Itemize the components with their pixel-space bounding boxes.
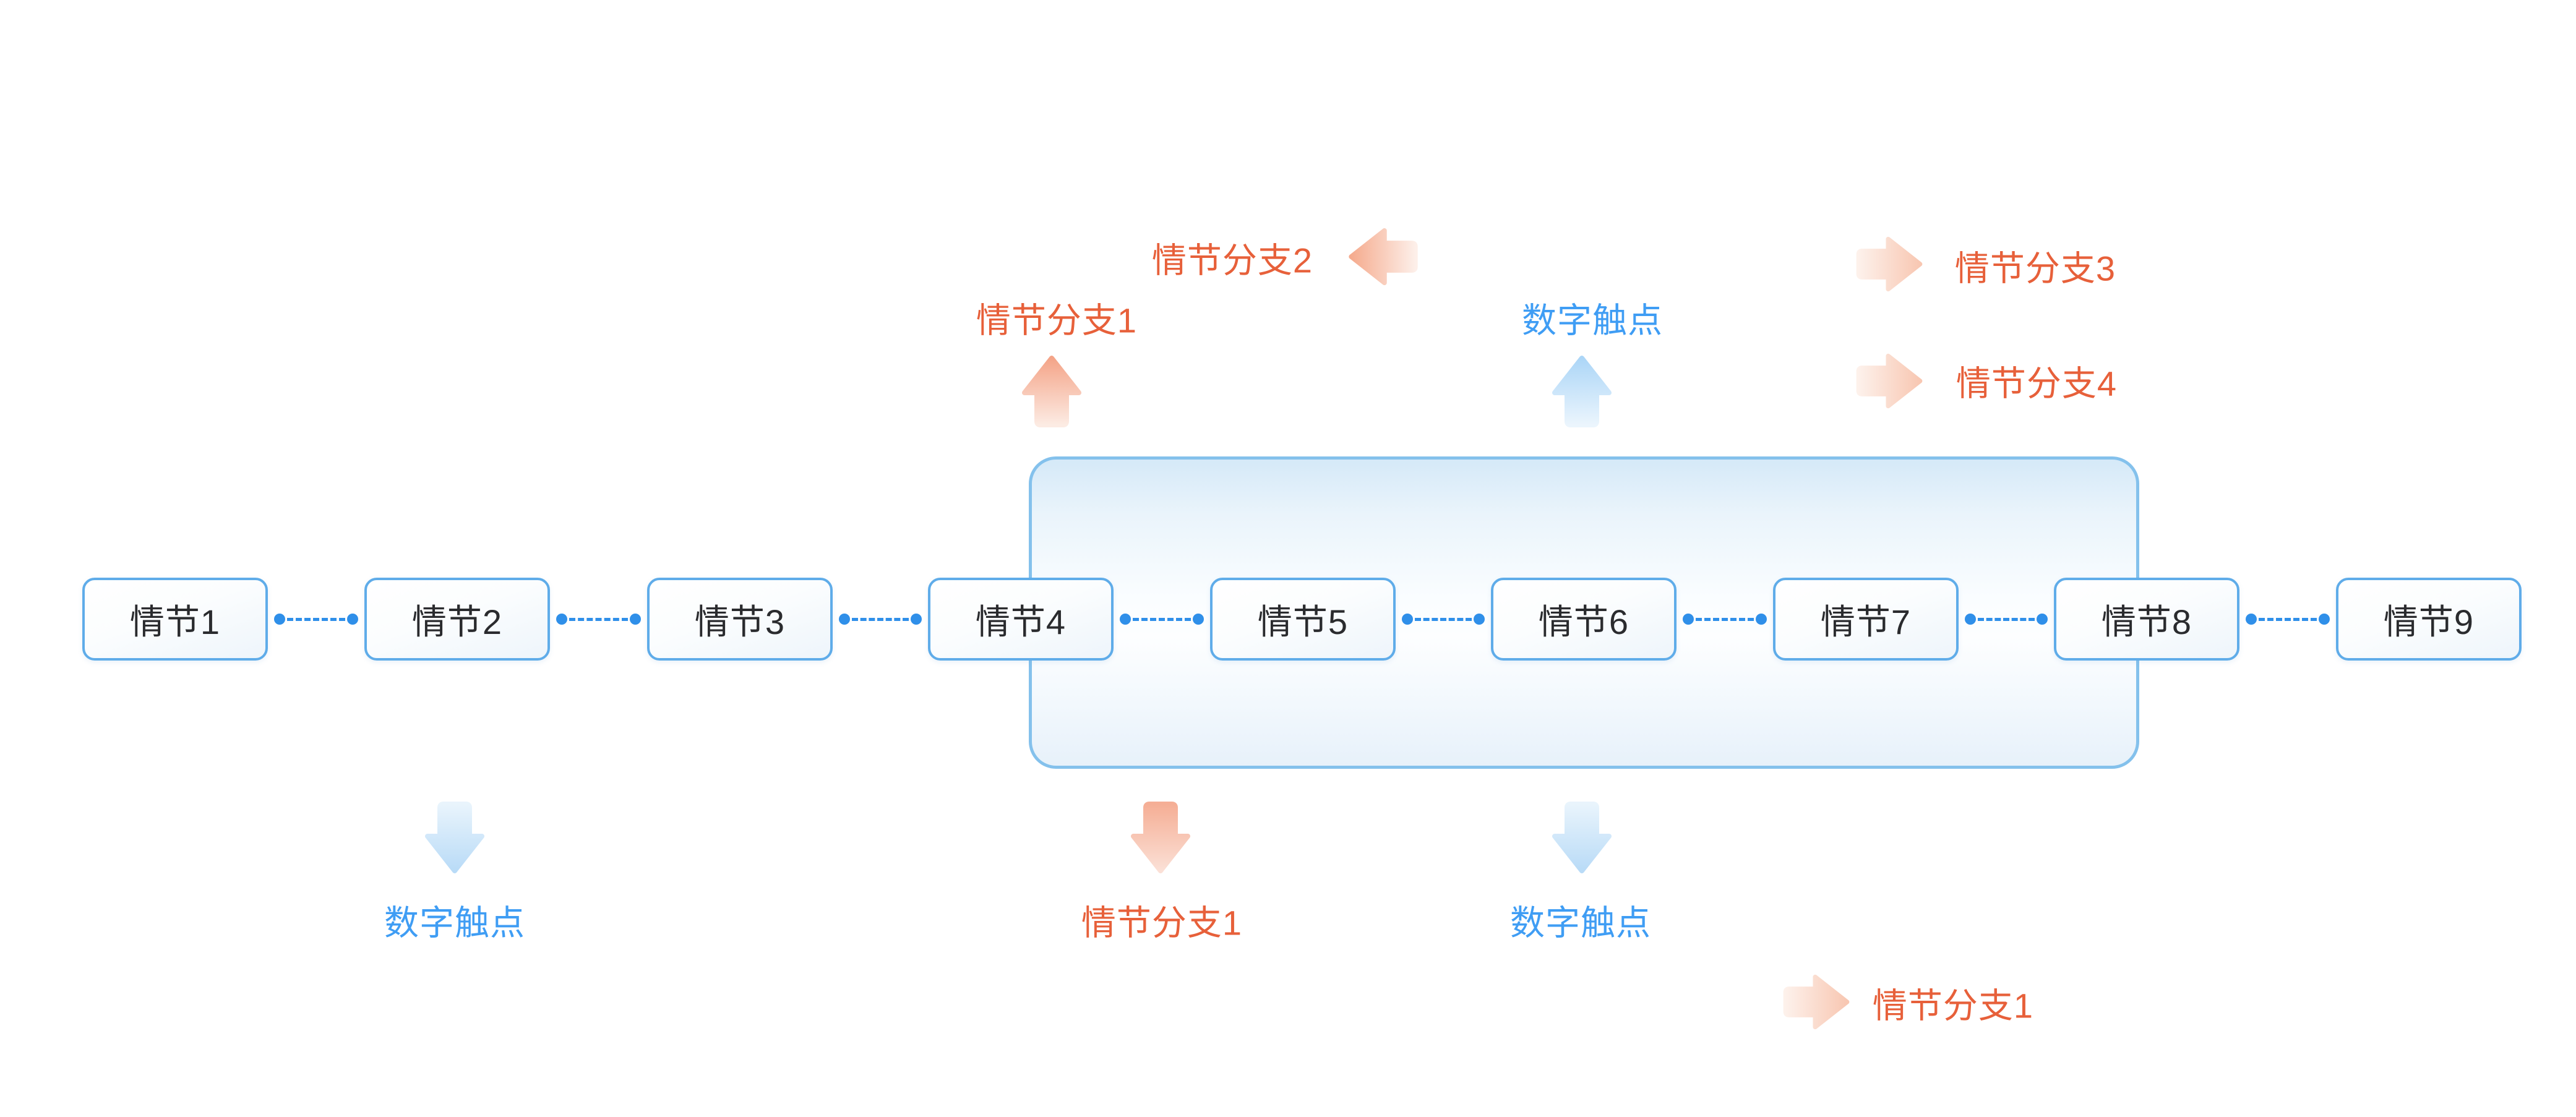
callout-label-bottom-branch1: 情节分支1 [1081,903,1243,943]
callout-label-bottom-touchpoint-left: 数字触点 [384,903,525,943]
callout-label-top-branch4: 情节分支4 [1956,364,2118,403]
node-plot-3[interactable]: 情节3 [647,578,833,661]
down-arrow-icon [424,798,486,876]
up-arrow-icon [1551,354,1613,429]
node-plot-5[interactable]: 情节5 [1210,578,1396,661]
connector-line [1415,617,1472,621]
callout-label-bottom-touchpoint-mid: 数字触点 [1510,903,1651,943]
down-arrow-icon [1551,798,1613,876]
connector [2246,614,2330,625]
callout-label-top-touchpoint: 数字触点 [1522,301,1663,340]
connector-line [287,617,345,621]
callout-label-bottom-right-branch1: 情节分支1 [1872,986,2034,1025]
connector-line [2259,617,2317,621]
connector [1965,614,2048,625]
connector-line [1978,617,2035,621]
connector-line [1696,617,1754,621]
connector [274,614,358,625]
right-arrow-icon [1855,236,1924,293]
connector-line [852,617,909,621]
node-plot-9[interactable]: 情节9 [2336,578,2522,661]
node-plot-8[interactable]: 情节8 [2054,578,2239,661]
right-arrow-icon [1779,974,1854,1030]
callout-label-top-branch2: 情节分支2 [1151,241,1313,280]
connector [556,614,641,625]
right-arrow-icon [1855,353,1924,409]
up-arrow-icon [1021,354,1083,429]
node-plot-2[interactable]: 情节2 [364,578,550,661]
node-plot-4[interactable]: 情节4 [928,578,1114,661]
down-arrow-icon [1130,798,1191,876]
callout-label-top-branch3: 情节分支3 [1954,249,2116,288]
connector [839,614,922,625]
connector [1402,614,1485,625]
node-plot-6[interactable]: 情节6 [1491,578,1677,661]
node-plot-1[interactable]: 情节1 [82,578,268,661]
callout-label-top-branch1: 情节分支1 [976,301,1138,340]
connector-line [569,617,628,621]
connector-line [1133,617,1191,621]
left-arrow-icon [1344,227,1422,286]
connector [1120,614,1204,625]
connector [1683,614,1767,625]
node-plot-7[interactable]: 情节7 [1773,578,1959,661]
